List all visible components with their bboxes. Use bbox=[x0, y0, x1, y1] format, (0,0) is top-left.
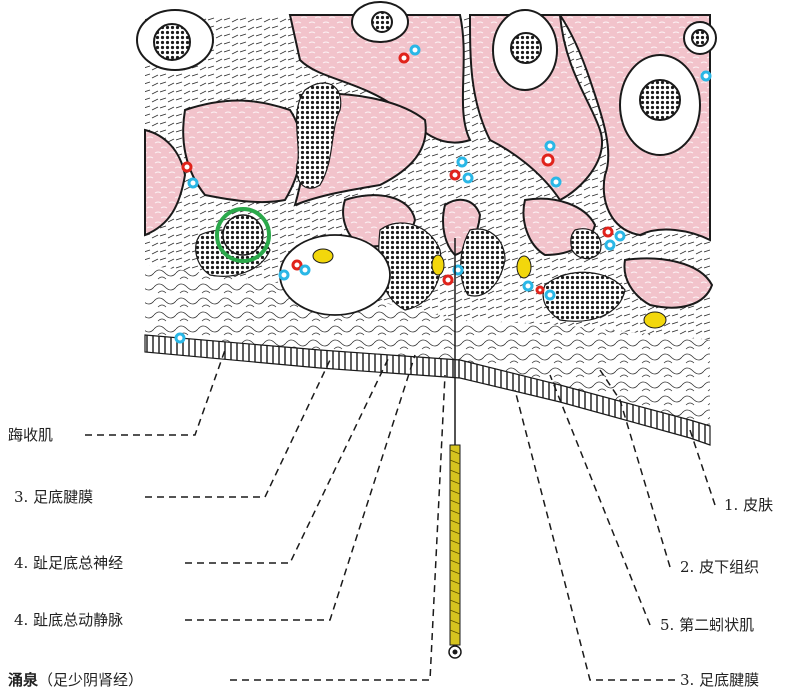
leader-hallucis bbox=[85, 350, 225, 435]
label-lumbrical: 5. 第二蚓状肌 bbox=[660, 616, 754, 634]
vein-8 bbox=[301, 266, 309, 274]
artery-7 bbox=[537, 287, 543, 293]
nerve-3 bbox=[517, 256, 531, 278]
vein-3 bbox=[458, 158, 466, 166]
label-aponeurosis-left: 3. 足底腱膜 bbox=[14, 488, 93, 506]
vein-10 bbox=[524, 282, 532, 290]
acupoint-meridian: （足少阴肾经） bbox=[38, 671, 143, 689]
vein-6 bbox=[552, 178, 560, 186]
artery-8 bbox=[604, 228, 612, 236]
vein-11 bbox=[546, 291, 554, 299]
nerve-4 bbox=[644, 312, 666, 328]
artery-2 bbox=[183, 163, 191, 171]
label-skin: 1. 皮肤 bbox=[724, 496, 773, 514]
artery-6 bbox=[444, 276, 452, 284]
leader-acupoint bbox=[230, 375, 445, 680]
label-aponeurosis-right: 3. 足底腱膜 bbox=[680, 671, 759, 689]
leader-aponeurosis-left bbox=[145, 360, 330, 497]
vein-5 bbox=[546, 142, 554, 150]
acupoint-name: 涌泉 bbox=[8, 671, 39, 689]
label-vessels: 4. 趾底总动静脉 bbox=[14, 611, 123, 629]
vein-1 bbox=[411, 46, 419, 54]
vein-4 bbox=[464, 174, 472, 182]
label-subcutaneous: 2. 皮下组织 bbox=[680, 558, 759, 576]
needle-tail-inner bbox=[453, 650, 458, 655]
label-nerve: 4. 趾足底总神经 bbox=[14, 554, 123, 572]
tendon-core-top-mid bbox=[511, 33, 541, 63]
artery-3 bbox=[451, 171, 459, 179]
tendon-core-far-right bbox=[692, 30, 708, 46]
leader-nerve bbox=[185, 355, 390, 563]
needle-handle bbox=[450, 445, 460, 645]
leader-aponeurosis-right bbox=[515, 390, 675, 680]
artery-5 bbox=[293, 261, 301, 269]
vein-14 bbox=[176, 334, 184, 342]
synovial-space bbox=[280, 235, 390, 315]
label-group: 踇收肌 3. 足底腱膜 4. 趾足底总神经 4. 趾底总动静脉 涌泉（足少阴肾经… bbox=[8, 426, 773, 689]
nerve-1 bbox=[313, 249, 333, 263]
artery-4 bbox=[543, 155, 553, 165]
leader-vessels bbox=[185, 355, 415, 620]
tendon-core-top-center bbox=[372, 12, 392, 32]
tendon-core-top-left bbox=[154, 24, 190, 60]
nerve-2 bbox=[432, 255, 444, 275]
highlighted-tendon-core bbox=[223, 215, 263, 255]
leader-lines bbox=[85, 350, 715, 680]
vein-2 bbox=[189, 179, 197, 187]
label-acupoint: 涌泉（足少阴肾经） bbox=[8, 671, 143, 689]
tendon-core-right bbox=[640, 80, 680, 120]
artery-1 bbox=[400, 54, 408, 62]
label-hallucis: 踇收肌 bbox=[8, 426, 53, 444]
muscle-left-mid bbox=[183, 101, 301, 203]
vein-7 bbox=[280, 271, 288, 279]
vein-13 bbox=[606, 241, 614, 249]
vein-15 bbox=[702, 72, 710, 80]
vein-12 bbox=[616, 232, 624, 240]
